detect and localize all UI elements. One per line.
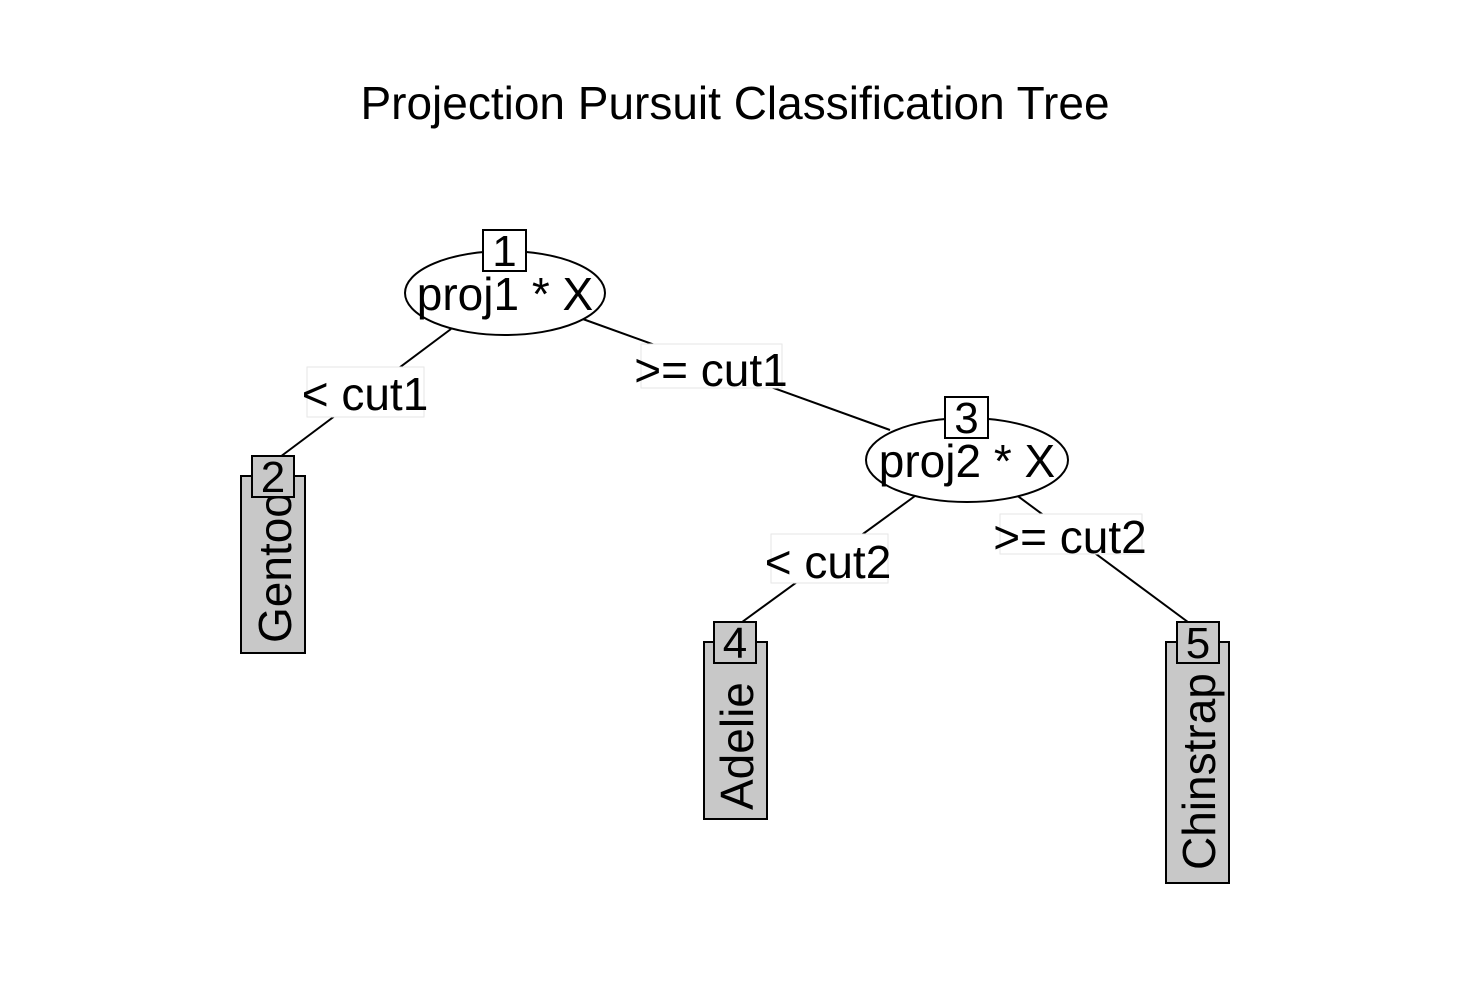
node-id-box <box>251 455 295 498</box>
node-id-box <box>482 229 527 272</box>
edge-label-text: >= cut2 <box>993 511 1146 563</box>
edge-label-text: >= cut1 <box>634 344 787 396</box>
leaf-label: Adelie <box>711 682 763 810</box>
leaf-box <box>703 641 768 820</box>
inner-node-1: proj1 * X 1 <box>404 227 606 336</box>
edge-label-1-2: < cut1 <box>302 366 429 420</box>
node-id: 1 <box>492 227 516 276</box>
node-id-box <box>713 621 757 664</box>
node-id-box <box>1176 621 1220 664</box>
edge-label-1-3: >= cut1 <box>634 343 788 396</box>
leaf-node-5: Chinstrap 5 <box>1165 619 1230 884</box>
node-label: proj2 * X <box>879 435 1055 487</box>
leaf-box <box>240 475 306 654</box>
leaf-label: Gentoo <box>249 492 301 643</box>
leaf-box <box>1165 641 1230 884</box>
node-id: 2 <box>261 453 285 502</box>
node-id: 4 <box>723 619 747 668</box>
diagram-title: Projection Pursuit Classification Tree <box>360 77 1109 129</box>
leaf-node-4: Adelie 4 <box>703 619 768 820</box>
edge-label-text: < cut1 <box>302 368 429 420</box>
edge-label-3-4: < cut2 <box>765 533 892 588</box>
inner-node-3: proj2 * X 3 <box>865 394 1069 503</box>
edge-label-text: < cut2 <box>765 536 892 588</box>
node-label: proj1 * X <box>417 268 593 320</box>
node-id: 5 <box>1186 619 1210 668</box>
leaf-label: Chinstrap <box>1173 673 1225 870</box>
node-id: 3 <box>954 394 978 443</box>
node-id-box <box>944 396 989 439</box>
edge-label-3-5: >= cut2 <box>993 511 1146 563</box>
leaf-node-2: Gentoo 2 <box>240 453 306 654</box>
